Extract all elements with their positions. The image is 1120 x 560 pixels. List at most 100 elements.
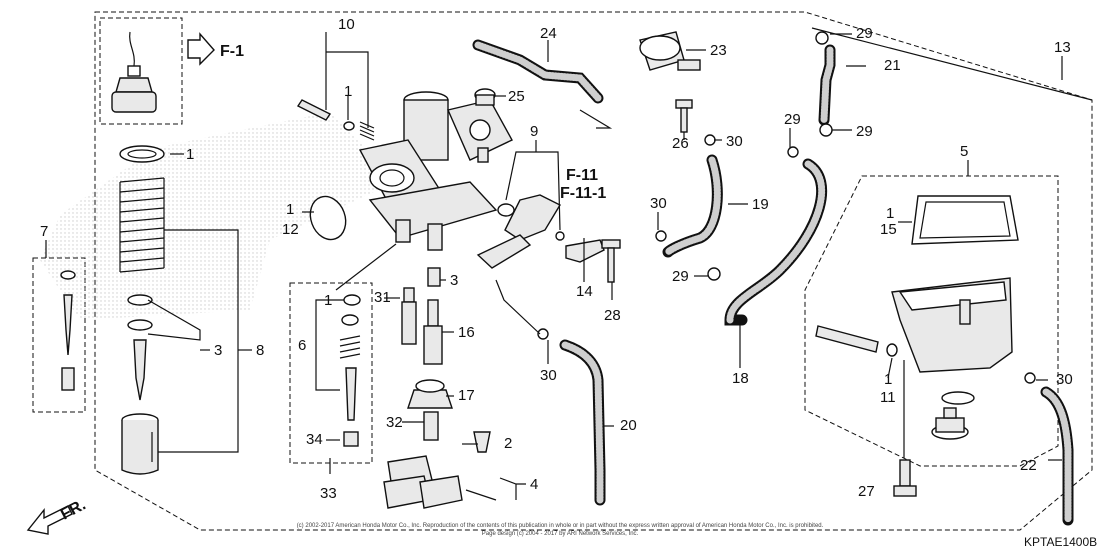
callout-10: 10 (338, 16, 355, 33)
choke-lever (476, 194, 565, 269)
clamp-30a (704, 134, 716, 146)
jet-kit-spring (339, 335, 361, 359)
slow-jet-31 (401, 287, 417, 345)
callout-4: 4 (530, 476, 538, 493)
screw-27 (893, 459, 917, 497)
callout-13: 13 (1054, 39, 1071, 56)
callout-29-mid: 29 (672, 268, 689, 285)
callout-26: 26 (672, 135, 689, 152)
callout-20: 20 (620, 417, 637, 434)
callout-8: 8 (256, 342, 264, 359)
callout-16: 16 (458, 324, 475, 341)
callout-32: 32 (386, 414, 403, 431)
kit-needle (63, 294, 73, 356)
kit-needle-jet (61, 367, 75, 391)
needle-jet-16 (423, 299, 443, 365)
callout-31: 31 (374, 289, 391, 306)
clamp-30d (1024, 372, 1036, 384)
callout-1-oring: 1 (286, 201, 294, 218)
jet-kit-washer (343, 294, 361, 306)
fuel-cap-illustration (111, 31, 157, 113)
needle-jet-holder-17 (407, 379, 453, 409)
callout-24: 24 (540, 25, 557, 42)
gasket-ring (119, 145, 165, 163)
assembly-boundary (94, 11, 1093, 531)
jet-kit-screw (345, 367, 357, 421)
jet-kit-cap-34 (343, 431, 359, 447)
callout-11: 11 (880, 389, 896, 406)
fuel-tank-cap-inset (99, 17, 183, 125)
clamp-29d (707, 267, 721, 281)
throttle-valve (121, 413, 159, 475)
o-ring-11 (886, 343, 898, 357)
clamp-30c (537, 328, 549, 340)
clamp-30b (655, 230, 667, 242)
callout-1-top: 1 (344, 83, 352, 100)
callout-1-gasket15: 1 (886, 205, 894, 222)
callout-1-oring11: 1 (884, 371, 892, 388)
o-ring-12 (309, 195, 347, 241)
float-valve-2 (473, 431, 491, 453)
callout-5: 5 (960, 143, 968, 160)
callout-9: 9 (530, 123, 538, 140)
pilot-screw-set (296, 99, 375, 141)
callout-29-left: 29 (784, 111, 801, 128)
watermark-shading (40, 112, 400, 320)
callout-30-upper: 30 (726, 133, 743, 150)
callout-34: 34 (306, 431, 323, 448)
clamp-29b (819, 123, 833, 137)
ref-f11: F-11 (566, 167, 598, 184)
kit-clip (60, 270, 76, 280)
callout-14: 14 (576, 283, 593, 300)
callout-6: 6 (298, 337, 306, 354)
float-chamber-box (804, 175, 1059, 467)
float-chamber-gasket-15 (911, 195, 1019, 245)
float-chamber (891, 277, 1013, 373)
callout-25: 25 (508, 88, 525, 105)
callout-30-lower: 30 (540, 367, 557, 384)
main-jet-32 (423, 411, 439, 441)
callout-28: 28 (604, 307, 621, 324)
screw-28 (601, 239, 621, 283)
callout-21: 21 (884, 57, 901, 74)
callout-7: 7 (40, 223, 48, 240)
leader-lines (45, 27, 1093, 500)
callout-3-mid: 3 (450, 272, 458, 289)
callout-3-left: 3 (214, 342, 222, 359)
clamp-29c (787, 146, 799, 158)
ref-f1: F-1 (220, 43, 244, 60)
callout-19: 19 (752, 196, 769, 213)
callout-17: 17 (458, 387, 475, 404)
callout-1-jetkit: 1 (324, 292, 332, 309)
callout-12: 12 (282, 221, 299, 238)
copyright-line-1: (c) 2002-2017 American Honda Motor Co., … (297, 523, 824, 529)
callout-1-gasket: 1 (186, 146, 194, 163)
arrow-right-icon (187, 32, 215, 66)
clamp-29a (815, 31, 829, 45)
bracket-14 (565, 239, 605, 263)
float-4 (383, 455, 497, 509)
callout-23: 23 (710, 42, 727, 59)
callout-15: 15 (880, 221, 897, 238)
callout-33: 33 (320, 485, 337, 502)
diagram-code: KPTAE1400B (1024, 535, 1097, 549)
ref-f11-1: F-11-1 (560, 185, 606, 202)
drain-screw (815, 325, 879, 353)
clip-washers (127, 294, 153, 331)
drain-plug (931, 407, 969, 440)
copyright-line-2: Page design (c) 2004 - 2017 by ARI Netwo… (482, 531, 639, 537)
throttle-spring (119, 177, 165, 273)
callout-29-right: 29 (856, 123, 873, 140)
screw-26 (675, 99, 693, 133)
jet-3 (427, 267, 441, 287)
carburetor-body (358, 91, 513, 251)
callout-30-right: 30 (1056, 371, 1073, 388)
chamber-o-ring (941, 391, 975, 405)
callout-2: 2 (504, 435, 512, 452)
vacuum-valve-23 (639, 31, 701, 71)
jet-needle (133, 339, 147, 401)
callout-22: 22 (1020, 457, 1037, 474)
callout-27: 27 (858, 483, 875, 500)
